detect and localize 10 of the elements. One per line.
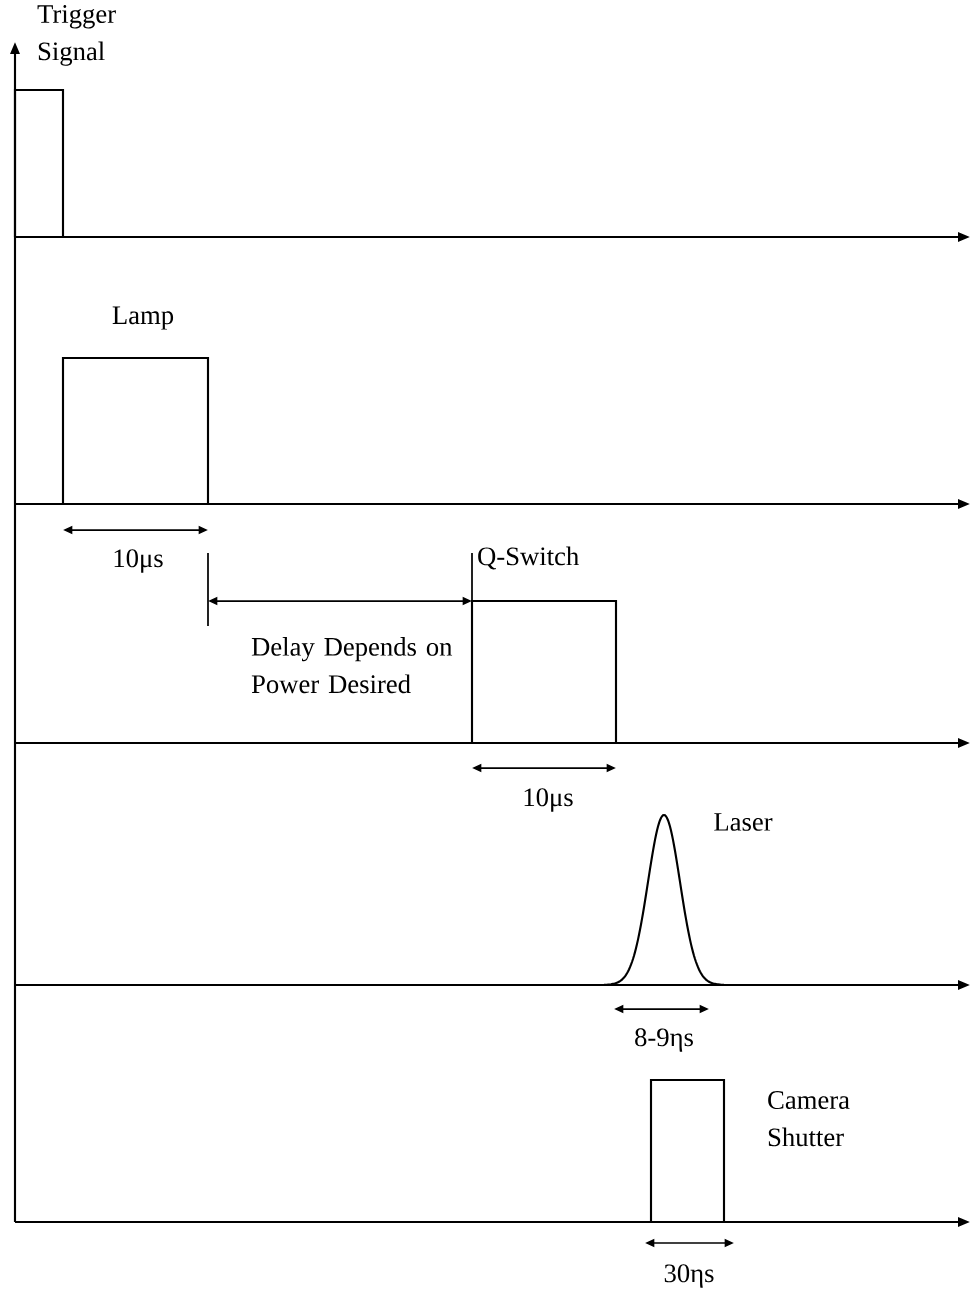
signal-label: 10μs (524, 788, 573, 812)
signal-label: Lamp (112, 306, 174, 330)
signal-label: Laser (714, 813, 773, 831)
signal-label: 10μs (114, 549, 163, 573)
signal-label: Trigger Signal (37, 5, 116, 66)
signal-label: Delay Depends on Power Desired (251, 637, 453, 694)
signal-label: Camera Shutter (768, 1091, 850, 1147)
signal-label: 8-9ηs (635, 1028, 693, 1052)
signal-label: 30ηs (664, 1264, 714, 1288)
signal-label: Q-Switch (478, 546, 579, 570)
